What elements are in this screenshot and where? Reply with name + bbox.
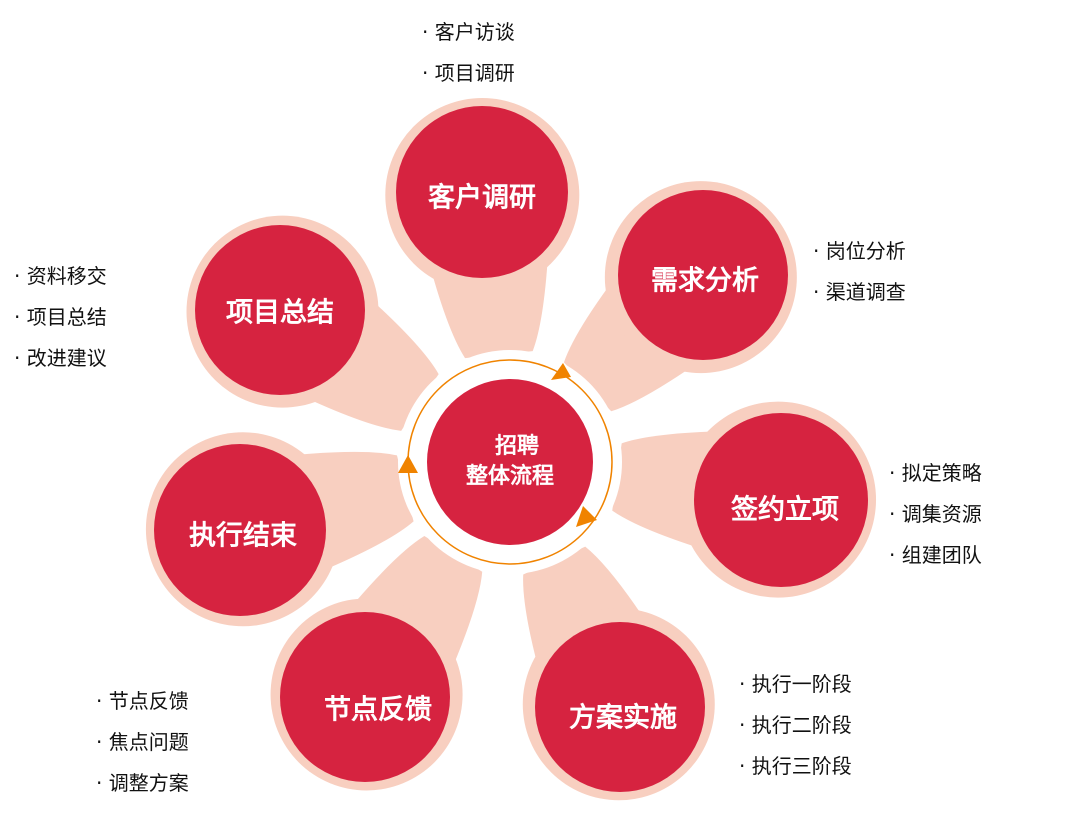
- step-label-implementation: 方案实施: [569, 702, 677, 734]
- step-label-summary: 项目总结: [226, 297, 334, 329]
- center-line2: 整体流程: [465, 464, 555, 489]
- detail-item: 岗位分析: [813, 231, 906, 272]
- petal-circle: [618, 190, 788, 360]
- detail-item: 调整方案: [96, 763, 189, 804]
- step-label-customer-research: 客户调研: [428, 182, 536, 214]
- detail-item: 节点反馈: [96, 681, 189, 722]
- detail-item: 拟定策略: [889, 453, 982, 494]
- detail-item: 调集资源: [889, 494, 982, 535]
- detail-item: 渠道调查: [813, 272, 906, 313]
- detail-item: 资料移交: [14, 256, 107, 297]
- petal-circle: [154, 444, 326, 616]
- details-implementation: 执行一阶段 执行二阶段 执行三阶段: [739, 664, 852, 787]
- detail-item: 客户访谈: [422, 12, 515, 53]
- details-summary: 资料移交 项目总结 改进建议: [14, 256, 107, 379]
- center-label: 招聘 整体流程: [466, 432, 554, 492]
- hub-circle: [427, 379, 593, 545]
- step-label-feedback: 节点反馈: [324, 694, 432, 726]
- detail-item: 项目总结: [14, 297, 107, 338]
- detail-item: 执行三阶段: [739, 746, 852, 787]
- petal-circle: [396, 106, 568, 278]
- petal-circle: [280, 612, 450, 782]
- step-label-execution-end: 执行结束: [189, 520, 297, 552]
- petal-circle: [535, 622, 705, 792]
- arrow-icon: [576, 506, 597, 527]
- petal-circle: [195, 225, 365, 395]
- detail-item: 执行二阶段: [739, 705, 852, 746]
- step-label-contract: 签约立项: [731, 494, 839, 526]
- details-customer-research: 客户访谈 项目调研: [422, 12, 515, 94]
- detail-item: 组建团队: [889, 535, 982, 576]
- detail-item: 项目调研: [422, 53, 515, 94]
- petal-circle: [694, 413, 868, 587]
- detail-item: 焦点问题: [96, 722, 189, 763]
- step-label-needs-analysis: 需求分析: [651, 265, 759, 297]
- details-contract: 拟定策略 调集资源 组建团队: [889, 453, 982, 576]
- arrow-icon: [398, 455, 418, 473]
- details-feedback: 节点反馈 焦点问题 调整方案: [96, 681, 189, 804]
- center-line1: 招聘: [494, 434, 540, 459]
- arrow-icon: [551, 363, 571, 380]
- detail-item: 改进建议: [14, 338, 107, 379]
- detail-item: 执行一阶段: [739, 664, 852, 705]
- details-needs-analysis: 岗位分析 渠道调查: [813, 231, 906, 313]
